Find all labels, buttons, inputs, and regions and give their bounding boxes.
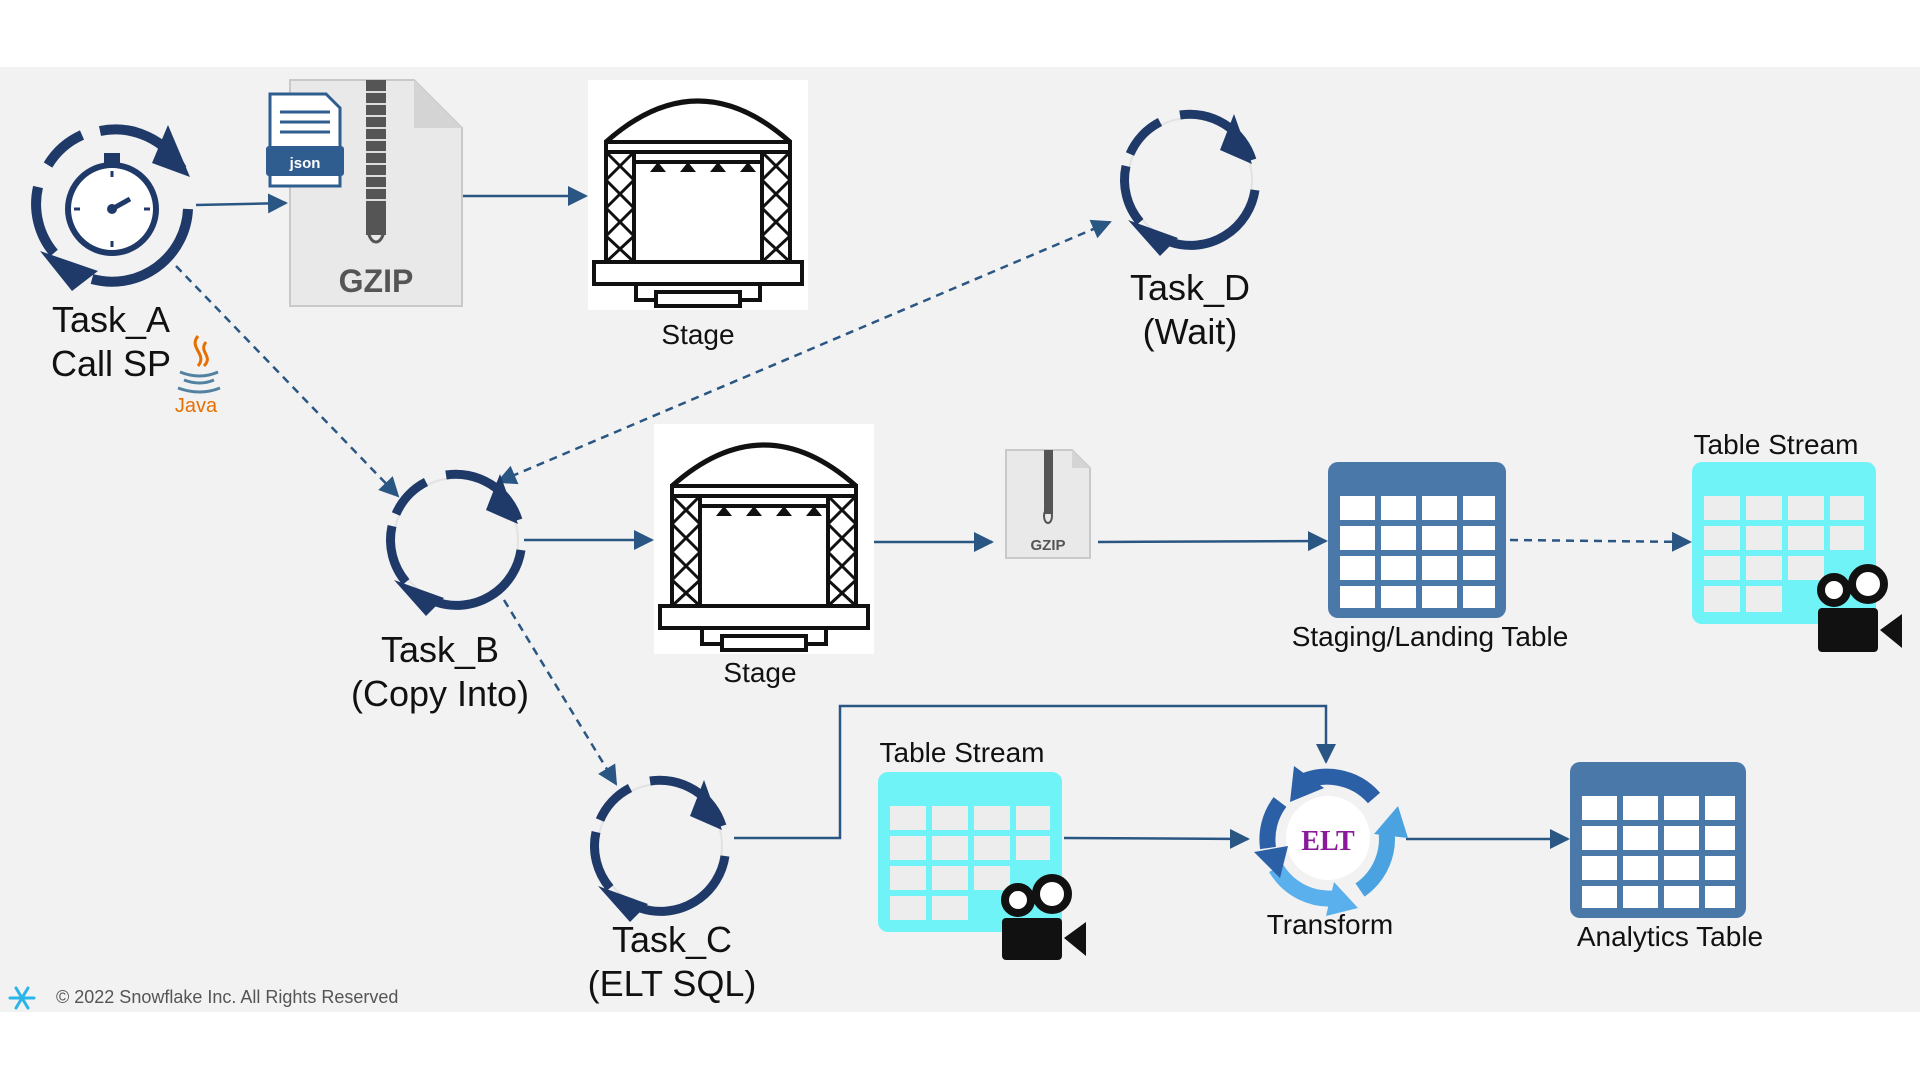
gzip-main-label: GZIP [339, 263, 414, 299]
task-b-title: Task_B [380, 629, 500, 670]
java-logo-icon [177, 335, 221, 394]
stream-top-label: Table Stream [1693, 429, 1859, 460]
stream-bottom-label: Table Stream [879, 737, 1045, 768]
gzip-small-label: GZIP [1030, 537, 1065, 554]
arrow-taskC-to-transform [734, 704, 1336, 840]
task-a-label: Task_A Call SP [46, 298, 176, 386]
stage-icon-top [588, 80, 808, 310]
task-c-title: Task_C [611, 919, 733, 960]
staging-table-label: Staging/Landing Table [1291, 621, 1569, 652]
arrow-gzip-to-staging [1097, 531, 1328, 552]
java-logo-label: Java [175, 395, 218, 417]
analytics-table-icon [1570, 762, 1746, 918]
elt-badge-label: ELT [1301, 826, 1355, 857]
copyright-footer: © 2022 Snowflake Inc. All Rights Reserve… [56, 987, 399, 1007]
snowflake-logo-icon [8, 986, 36, 1010]
task-d-subtitle: (Wait) [1142, 311, 1238, 352]
task-b-cycle-icon [391, 474, 521, 616]
staging-table-icon [1328, 462, 1506, 618]
task-b-label: Task_B (Copy Into) [330, 628, 550, 716]
json-badge-label: json [289, 155, 321, 172]
arrow-taskB-to-taskC [502, 599, 618, 786]
arrow-staging-to-stream [1509, 531, 1692, 552]
arrow-stream-to-transform [1063, 828, 1250, 849]
transform-label: Transform [1266, 909, 1394, 940]
stopwatch-cycle-icon [31, 124, 193, 291]
connectors [175, 186, 1692, 849]
gzip-file-icon [1005, 449, 1091, 559]
task-a-title: Task_A [51, 299, 171, 340]
analytics-table-label: Analytics Table [1576, 921, 1764, 952]
task-d-cycle-icon [1125, 114, 1255, 256]
task-c-label: Task_C (ELT SQL) [562, 918, 782, 1006]
task-b-subtitle: (Copy Into) [350, 673, 530, 714]
stage-icon-middle [654, 424, 874, 654]
elt-transform-icon [1254, 766, 1408, 916]
video-camera-icon-bottom [1001, 874, 1086, 960]
stage-middle-label: Stage [723, 657, 797, 688]
task-d-title: Task_D [1129, 267, 1251, 308]
task-d-label: Task_D (Wait) [1090, 266, 1290, 354]
video-camera-icon-top [1817, 564, 1902, 652]
arrow-taskA-to-taskB [175, 265, 400, 498]
task-c-subtitle: (ELT SQL) [587, 963, 757, 1004]
arrow-taskA-to-gzip [195, 193, 288, 214]
task-c-cycle-icon [595, 780, 725, 922]
stage-top-label: Stage [661, 319, 735, 350]
table-stream-icon-top [1692, 462, 1876, 624]
json-gzip-file-icon [266, 79, 463, 307]
task-a-subtitle: Call SP [50, 343, 172, 384]
table-stream-icon-bottom [878, 772, 1062, 932]
